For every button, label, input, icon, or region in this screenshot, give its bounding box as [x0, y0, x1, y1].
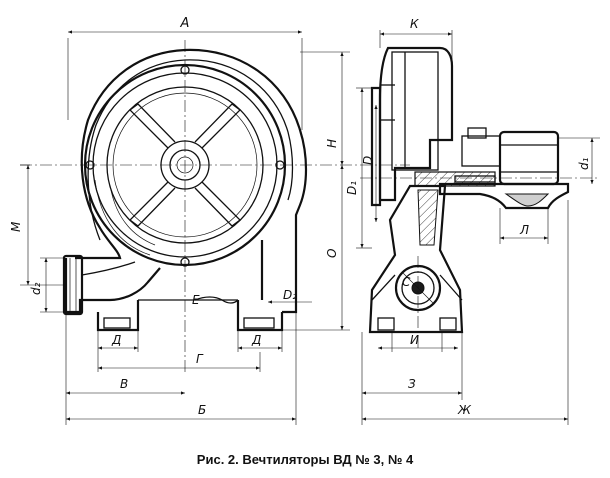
dim-L-label: Л: [519, 223, 529, 237]
dim-Z-label: З: [408, 377, 416, 391]
dim-D2-label: D₂: [283, 288, 297, 302]
dim-D-label: D: [361, 156, 375, 165]
dim-Zh-label: Ж: [457, 403, 472, 417]
volute-casing-outer: [75, 48, 308, 314]
base-right-foot: [236, 300, 284, 332]
dim-D-left-label: Д: [111, 333, 121, 347]
front-view: А Н О М d₂ Е D₂ Д Д: [9, 16, 410, 425]
dim-E-label: Е: [192, 293, 200, 307]
dim-O-label: О: [325, 249, 339, 258]
impeller-spokes: [129, 103, 241, 227]
scroll-guide: [94, 179, 151, 256]
motor-body: [498, 130, 560, 186]
dim-C-label: С: [402, 275, 411, 289]
side-casing: [378, 46, 454, 202]
dim-H-label: Н: [325, 139, 339, 148]
dim-I-label: И: [410, 333, 419, 347]
dim-d1-label: d₁: [577, 157, 591, 170]
dim-K-label: К: [410, 17, 419, 31]
dim-B-label: Б: [198, 403, 206, 417]
discharge-pipe: [64, 258, 161, 314]
figure-caption: Рис. 2. Вечтиляторы ВД № 3, № 4: [196, 452, 414, 467]
dim-D1-label: D₁: [345, 181, 359, 195]
pedestal: [368, 184, 464, 334]
dim-D-right-label: Д: [251, 333, 261, 347]
dim-V-label: В: [120, 377, 128, 391]
base-left-foot: [96, 300, 140, 332]
dim-d2-label: d₂: [29, 282, 43, 295]
dim-A-label: А: [180, 16, 190, 31]
dim-G-label: Г: [196, 352, 204, 366]
motor-plate: [438, 182, 570, 210]
side-view: С К D₁ D d₁ Л И З: [345, 17, 600, 425]
dim-M-label: М: [9, 221, 23, 232]
